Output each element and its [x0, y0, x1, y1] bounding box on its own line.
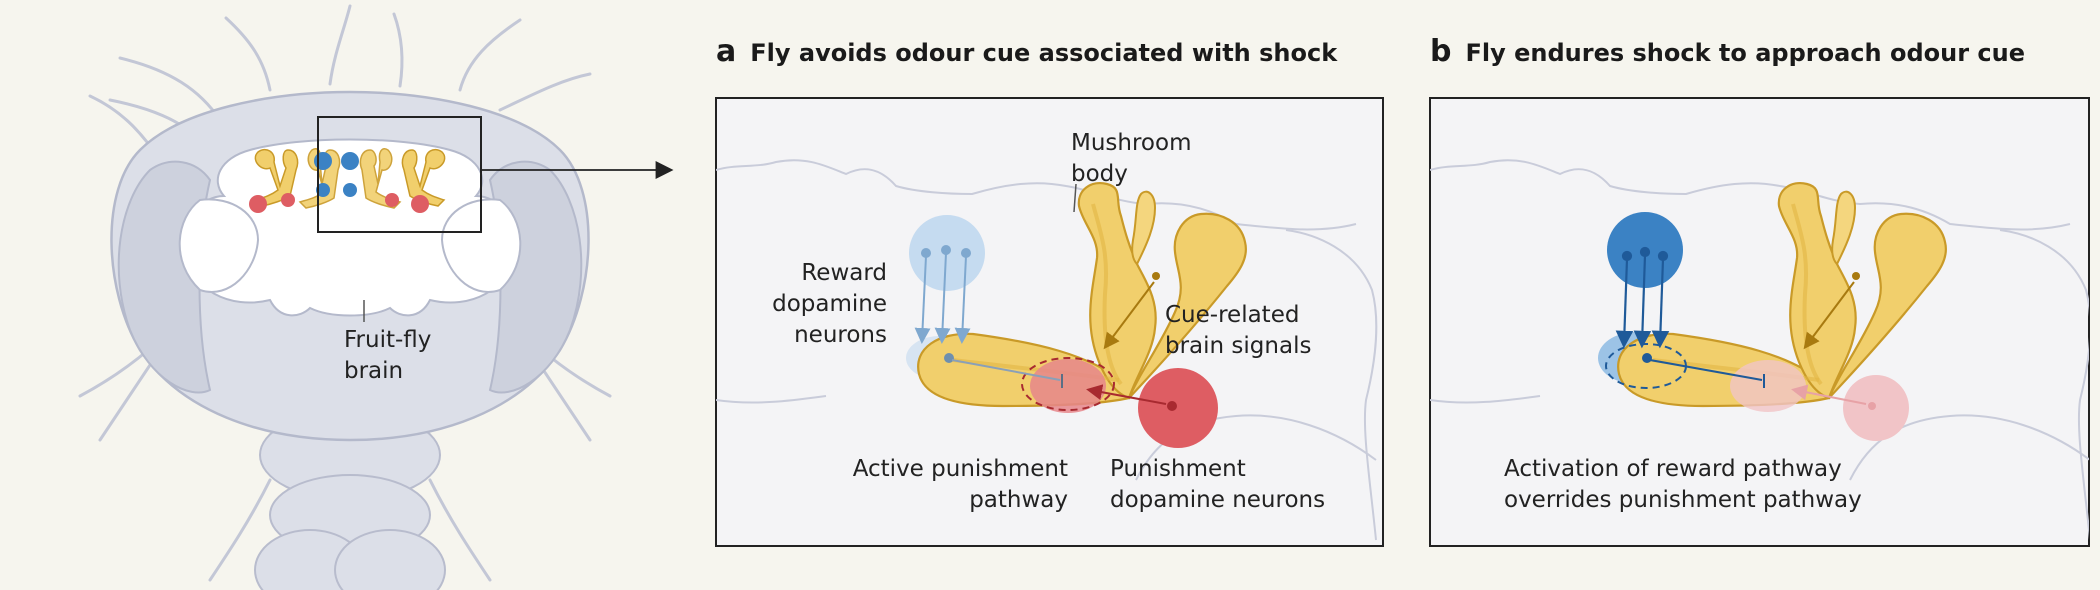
panel-a-diagram: [716, 159, 1378, 541]
punishment-compartment: [1730, 360, 1806, 412]
punishment-neuron: [1138, 368, 1218, 448]
zoom-box: [317, 116, 482, 233]
punishment-neuron-faded: [1843, 375, 1909, 441]
panel-b-diagram: [1430, 159, 2089, 541]
panel-b-letter: b: [1430, 34, 1452, 69]
panel-a-letter: a: [716, 34, 737, 69]
fly-head-illustration: [78, 4, 612, 590]
panel-a-frame: [715, 97, 1384, 547]
panel-b-frame: [1429, 97, 2090, 547]
